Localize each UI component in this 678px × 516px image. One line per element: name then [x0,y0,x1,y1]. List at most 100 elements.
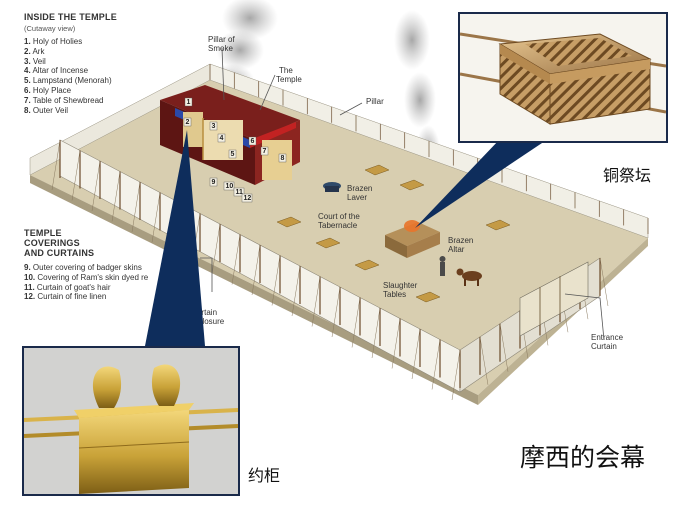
inset-altar-photo [458,12,668,143]
legend-coverings-item-number: 9. [24,263,31,272]
temple-number-tag: 10 [226,183,234,190]
laver [323,182,341,192]
temple-number-tag-box [184,97,193,107]
legend-temple-item-number: 4. [24,66,31,76]
legend-temple-item: 6. Holy Place [24,86,199,96]
altar-callout-wedge [415,139,548,228]
legend-coverings-item-text: Curtain of fine linen [35,292,107,302]
label-brazen-laver-1: Brazen [347,184,372,193]
diagram-labels: Pillar of Smoke The Temple Pillar Brazen… [194,35,624,351]
altar-illustration [460,32,666,125]
main-title: 摩西的会幕 [520,443,646,472]
temple-number-tag: 7 [263,148,267,155]
table-slab [399,179,425,191]
legend-coverings-item-text: Covering of Ram's skin dyed re [35,272,149,282]
legend-coverings-item-text: Curtain of goat's hair [34,282,111,292]
curtain-posts [51,64,649,401]
temple-number-tag: 3 [212,123,216,130]
legend-temple-item-number: 3. [24,56,31,66]
label-curtain-enclosure-2: nclosure [194,317,225,326]
label-slaughter-tables-2: Tables [383,290,406,299]
temple-number-tag-box [183,117,192,127]
table-slab [485,219,511,231]
legend-temple-item: 7. Table of Shewbread [24,96,199,106]
label-the-temple-2: Temple [276,75,302,84]
legend-coverings-item-number: 11. [24,282,35,292]
guy-rope [351,297,361,348]
temple-number-tag-box [248,136,257,146]
label-court-2: Tabernacle [318,221,358,230]
legend-coverings: TEMPLE COVERINGS AND CURTAINS 9. Outer c… [24,228,164,302]
label-pillar-of-smoke-2: Smoke [208,44,233,53]
tables-group [276,164,511,303]
temple-number-tag-box [223,181,235,191]
legend-temple: INSIDE THE TEMPLE (Cutaway view) 1. Holy… [24,12,199,115]
temple-number-tag-box [209,177,218,187]
guy-rope [251,244,261,296]
guy-rope [271,255,281,306]
legend-coverings-heading-1: TEMPLE [24,228,62,238]
temple-number-tag: 1 [187,99,191,106]
legend-temple-item-number: 5. [24,76,31,86]
legend-temple-item-number: 1. [24,37,31,46]
label-court-1: Court of the [318,212,360,221]
legend-temple-item-text: Table of Shewbread [30,95,104,105]
temple-number-tag-box [228,149,237,159]
entrance-curtain [519,261,589,337]
temple-number-tag-box [233,187,245,197]
guy-rope [211,223,221,275]
inset-ark-photo [22,346,240,496]
label-entrance-curtain-1: Entrance [591,333,624,342]
legend-coverings-item-text: Outer covering of badger skins [30,263,142,272]
guy-rope [391,318,401,369]
brazen-altar [385,220,440,258]
legend-coverings-item: 10. Covering of Ram's skin dyed re [24,273,164,283]
legend-temple-item-text: Ark [30,46,45,56]
guy-rope [599,257,609,307]
temple-number-tag: 12 [244,195,252,202]
legend-temple-item: 4. Altar of Incense [24,66,199,76]
temple-number-tag: 8 [281,155,285,162]
legend-temple-item: 5. Lampstand (Menorah) [24,76,199,86]
guy-rope [91,160,101,212]
label-pillar: Pillar [366,97,384,106]
guy-rope [111,171,121,222]
legend-coverings-item-number: 10. [24,272,36,282]
legend-temple-item: 8. Outer Veil [24,106,199,116]
legend-coverings-heading-3: AND CURTAINS [24,248,95,258]
legend-temple-item-text: Outer Veil [30,105,69,115]
label-brazen-altar-1: Brazen [448,236,473,245]
table-slab [315,237,341,249]
priest-figure [439,256,446,276]
legend-temple-item-text: Holy Place [30,85,72,95]
label-brazen-altar-2: Altar [448,245,465,254]
guy-rope [151,192,161,243]
guy-rope [131,181,141,233]
temple-number-tag-box [278,153,287,163]
guy-rope [231,234,241,285]
label-the-temple-1: The [279,66,293,75]
calf-figure [456,268,482,286]
legend-coverings-item: 9. Outer covering of badger skins [24,263,164,273]
legend-temple-item-text: Lampstand (Menorah) [30,76,112,86]
legend-temple-item-number: 2. [24,46,31,56]
label-entrance-curtain-2: Curtain [591,342,617,351]
guy-rope [291,265,301,317]
legend-coverings-item: 12. Curtain of fine linen [24,292,164,302]
guy-rope [431,339,441,390]
ark-illustration [24,348,238,494]
legend-coverings-item: 11. Curtain of goat's hair [24,283,164,293]
guy-rope [331,286,341,338]
temple-number-tag-box [217,133,226,143]
temple-tent [160,85,300,185]
label-curtain-enclosure-1: urtain [197,308,217,317]
legend-temple-item-number: 8. [24,105,31,115]
table-slab [354,259,380,271]
guy-rope [479,336,489,385]
legend-temple-item-text: Holy of Holies [30,37,83,46]
guy-rope [499,323,509,372]
guy-rope [311,276,321,327]
table-slab [364,164,390,176]
temple-number-tag: 5 [231,151,235,158]
